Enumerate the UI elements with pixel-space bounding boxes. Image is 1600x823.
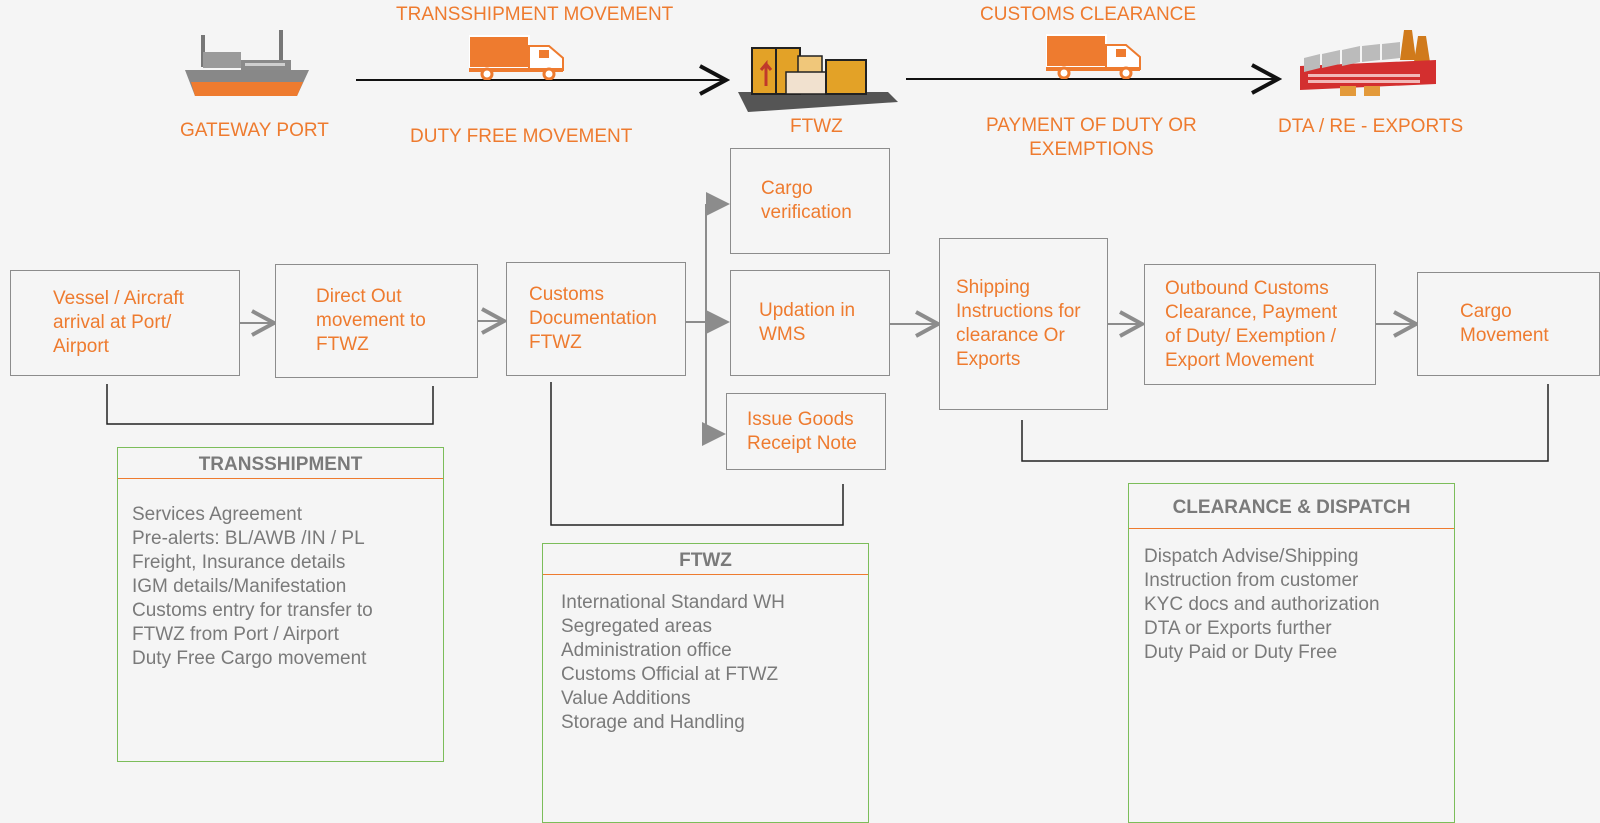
direct-out-text: Direct Out movement to FTWZ: [316, 286, 426, 355]
truck-icon: [468, 34, 567, 85]
payment-of-duty-label: PAYMENT OF DUTY OR EXEMPTIONS: [986, 115, 1197, 160]
ftwz-label: FTWZ: [790, 116, 843, 137]
list-item: Instruction from customer: [1144, 570, 1359, 591]
cargo-verification-box: Cargo verification: [730, 148, 890, 254]
list-item: Duty Paid or Duty Free: [1144, 642, 1338, 663]
shipping-instructions-text: Shipping Instructions for clearance Or E…: [956, 277, 1081, 370]
truck-icon: [1045, 33, 1144, 84]
outbound-customs-text: Outbound Customs Clearance, Payment of D…: [1165, 277, 1338, 371]
clearance-dispatch-list: Dispatch Advise/Shipping Instruction fro…: [1129, 529, 1454, 665]
factory-icon: [1300, 30, 1440, 105]
ftwz-panel-title: FTWZ: [543, 544, 868, 575]
ftwz-list: International Standard WH Segregated are…: [543, 575, 868, 735]
list-item: DTA or Exports further: [1144, 618, 1332, 639]
list-item: Pre-alerts: BL/AWB /IN / PL: [132, 528, 365, 549]
list-item: International Standard WH: [561, 592, 785, 613]
bracket-transshipment: [106, 384, 434, 425]
list-item: Dispatch Advise/Shipping: [1144, 546, 1359, 567]
vessel-arrival-box: Vessel / Aircraft arrival at Port/ Airpo…: [10, 270, 240, 376]
issue-grn-box: Issue Goods Receipt Note: [726, 393, 886, 470]
warehouse-icon: [738, 42, 898, 117]
cargo-movement-box: Cargo Movement: [1417, 272, 1600, 376]
list-item: Duty Free Cargo movement: [132, 648, 367, 669]
customs-clearance-label: CUSTOMS CLEARANCE: [980, 4, 1197, 25]
cargo-movement-text: Cargo Movement: [1460, 301, 1549, 346]
list-item: IGM details/Manifestation: [132, 576, 347, 597]
issue-grn-text: Issue Goods Receipt Note: [747, 408, 857, 454]
vessel-arrival-text: Vessel / Aircraft arrival at Port/ Airpo…: [53, 288, 184, 357]
ftwz-panel: FTWZ International Standard WH Segregate…: [542, 543, 869, 823]
outbound-customs-box: Outbound Customs Clearance, Payment of D…: [1144, 264, 1376, 385]
duty-free-movement-label: DUTY FREE MOVEMENT: [410, 126, 633, 147]
bracket-ftwz: [550, 382, 844, 526]
transshipment-list: Services Agreement Pre-alerts: BL/AWB /I…: [118, 479, 443, 671]
connector-layer: [106, 0, 1549, 526]
transshipment-panel-title: TRANSSHIPMENT: [118, 448, 443, 479]
direct-out-box: Direct Out movement to FTWZ: [275, 264, 478, 378]
dta-exports-label: DTA / RE - EXPORTS: [1278, 116, 1464, 137]
list-item: Customs entry for transfer to: [132, 600, 373, 621]
list-item: Customs Official at FTWZ: [561, 664, 779, 685]
updation-wms-text: Updation in WMS: [759, 300, 856, 345]
list-item: Freight, Insurance details: [132, 552, 346, 573]
transshipment-panel: TRANSSHIPMENT Services Agreement Pre-ale…: [117, 447, 444, 762]
bracket-clearance: [1021, 384, 1549, 462]
shipping-instructions-box: Shipping Instructions for clearance Or E…: [939, 238, 1108, 410]
list-item: Segregated areas: [561, 616, 713, 637]
transshipment-movement-label: TRANSSHIPMENT MOVEMENT: [396, 4, 674, 25]
gateway-port-label: GATEWAY PORT: [180, 120, 329, 141]
clearance-dispatch-panel-title: CLEARANCE & DISPATCH: [1129, 484, 1454, 529]
list-item: KYC docs and authorization: [1144, 594, 1380, 615]
ship-icon: [183, 30, 313, 105]
updation-wms-box: Updation in WMS: [730, 270, 890, 376]
clearance-dispatch-panel: CLEARANCE & DISPATCH Dispatch Advise/Shi…: [1128, 483, 1455, 823]
list-item: Services Agreement: [132, 504, 303, 525]
customs-documentation-text: Customs Documentation FTWZ: [529, 284, 657, 353]
cargo-verification-text: Cargo verification: [761, 178, 852, 223]
list-item: Administration office: [561, 640, 732, 661]
customs-documentation-box: Customs Documentation FTWZ: [506, 262, 686, 376]
list-item: Storage and Handling: [561, 712, 745, 733]
list-item: Value Additions: [561, 688, 691, 709]
list-item: FTWZ from Port / Airport: [132, 624, 339, 645]
